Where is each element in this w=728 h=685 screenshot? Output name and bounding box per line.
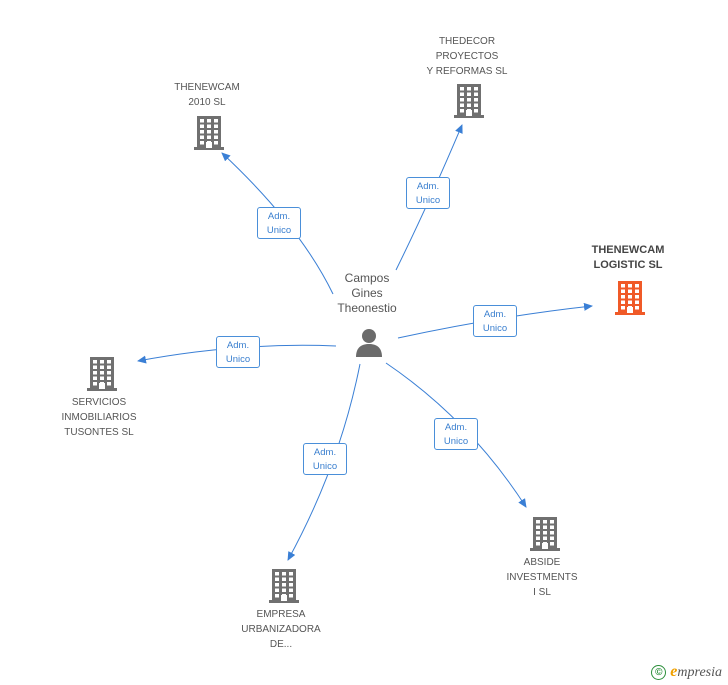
building-icon[interactable] — [87, 357, 117, 391]
footer-brand: © empresia — [651, 663, 722, 681]
copyright-icon: © — [651, 664, 667, 680]
building-icon[interactable] — [269, 569, 299, 603]
person-icon[interactable] — [354, 327, 384, 357]
company-name-thenewcam-2010[interactable]: THENEWCAM 2010 SL — [174, 82, 240, 108]
company-name-thedecor[interactable]: THEDECOR PROYECTOS Y REFORMAS SL — [426, 36, 508, 77]
company-name-thenewcam-logistic[interactable]: THENEWCAM LOGISTIC SL — [591, 244, 665, 271]
edge-label-thenewcam-2010[interactable]: Adm. Unico — [257, 207, 301, 239]
center-person-name: Campos Gines Theonestio — [337, 271, 397, 315]
building-icon[interactable] — [530, 517, 560, 551]
building-icon[interactable] — [194, 116, 224, 150]
company-name-empresa[interactable]: EMPRESA URBANIZADORA DE... — [241, 609, 321, 650]
building-icon[interactable] — [454, 84, 484, 118]
building-icon[interactable] — [615, 281, 645, 315]
company-name-servicios[interactable]: SERVICIOS INMOBILIARIOS TUSONTES SL — [61, 397, 137, 438]
edge-label-servicios[interactable]: Adm. Unico — [216, 336, 260, 368]
brand-logo: empresia — [670, 663, 722, 680]
edge-label-thenewcam-logistic[interactable]: Adm. Unico — [473, 305, 517, 337]
company-name-abside[interactable]: ABSIDE INVESTMENTS I SL — [506, 557, 578, 598]
edge-label-thedecor[interactable]: Adm. Unico — [406, 177, 450, 209]
edge-label-empresa[interactable]: Adm. Unico — [303, 443, 347, 475]
edge-label-abside[interactable]: Adm. Unico — [434, 418, 478, 450]
